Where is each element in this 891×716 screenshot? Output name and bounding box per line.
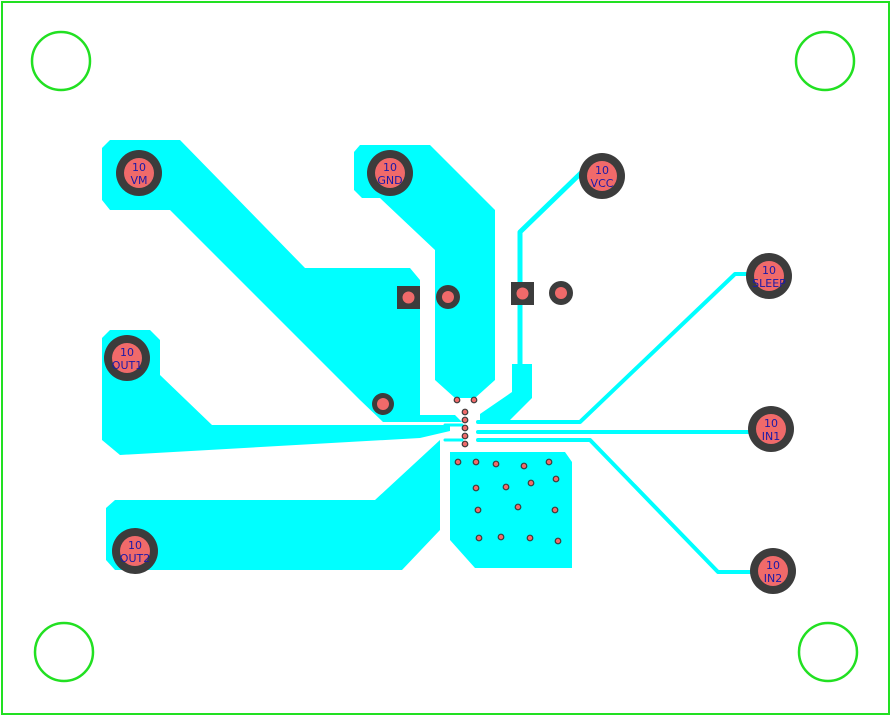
pad-number-label: 10 [132, 161, 146, 174]
pad-center [120, 536, 150, 566]
pad-center [587, 161, 617, 191]
via [461, 432, 469, 440]
pad-net-label: IN1 [762, 430, 780, 443]
trace-layer [443, 169, 754, 574]
capacitor-footprint-left [397, 285, 460, 309]
mounting-hole-top-right [794, 30, 856, 92]
pad-net-label: VCC [591, 177, 614, 190]
via [470, 396, 478, 404]
pad-center [402, 291, 415, 304]
pad-net-label: VM [130, 174, 147, 187]
vias [453, 396, 562, 545]
pad-number-label: 10 [128, 539, 142, 552]
pad-net-label: OUT1 [112, 359, 142, 372]
pad-center [756, 414, 786, 444]
via [514, 503, 522, 511]
pad-center [442, 291, 454, 303]
via [453, 396, 461, 404]
pad-number-label: 10 [764, 417, 778, 430]
trace-sleep [476, 272, 754, 424]
copper-pour-vcc [480, 364, 532, 420]
via [454, 458, 462, 466]
via [520, 462, 528, 470]
via [461, 424, 469, 432]
via [492, 460, 500, 468]
via [475, 534, 483, 542]
via [461, 416, 469, 424]
via [554, 537, 562, 545]
via [497, 533, 505, 541]
pad-center [375, 158, 405, 188]
pad-center [754, 261, 784, 291]
connector-pads: 10VM10GND10VCC10SLEEP10IN110IN210OUT110O… [104, 150, 796, 594]
trace-in2 [476, 438, 754, 574]
capacitor-footprint-right [511, 281, 573, 305]
pad-center [758, 556, 788, 586]
pad-number-label: 10 [383, 161, 397, 174]
via [461, 408, 469, 416]
mounting-hole-bottom-left [33, 621, 95, 683]
copper-pour-vm [102, 140, 462, 422]
copper-pour-gnd [354, 145, 495, 398]
pad-center [124, 158, 154, 188]
via-large [372, 393, 394, 415]
pad-number-label: 10 [120, 346, 134, 359]
pad-center [377, 398, 389, 410]
via [472, 484, 480, 492]
copper-pour-out2 [106, 440, 440, 570]
copper-pour-out1 [102, 330, 450, 455]
via [527, 479, 535, 487]
via [472, 458, 480, 466]
mounting-hole-top-left [30, 30, 92, 92]
copper-layer [102, 140, 572, 570]
via [474, 506, 482, 514]
pad-number-label: 10 [766, 559, 780, 572]
via [545, 458, 553, 466]
via [502, 483, 510, 491]
pad-center [516, 287, 529, 300]
pad-net-label: IN2 [764, 572, 782, 585]
pad-number-label: 10 [762, 264, 776, 277]
pad-net-label: GND [377, 174, 402, 187]
via [461, 440, 469, 448]
trace-vcc [517, 169, 585, 368]
pad-net-label: OUT2 [120, 552, 150, 565]
via [551, 506, 559, 514]
pad-number-label: 10 [595, 164, 609, 177]
pad-center [555, 287, 567, 299]
via [526, 534, 534, 542]
pad-center [112, 343, 142, 373]
pad-net-label: SLEEP [752, 277, 786, 290]
via [552, 475, 560, 483]
mounting-hole-bottom-right [797, 621, 859, 683]
